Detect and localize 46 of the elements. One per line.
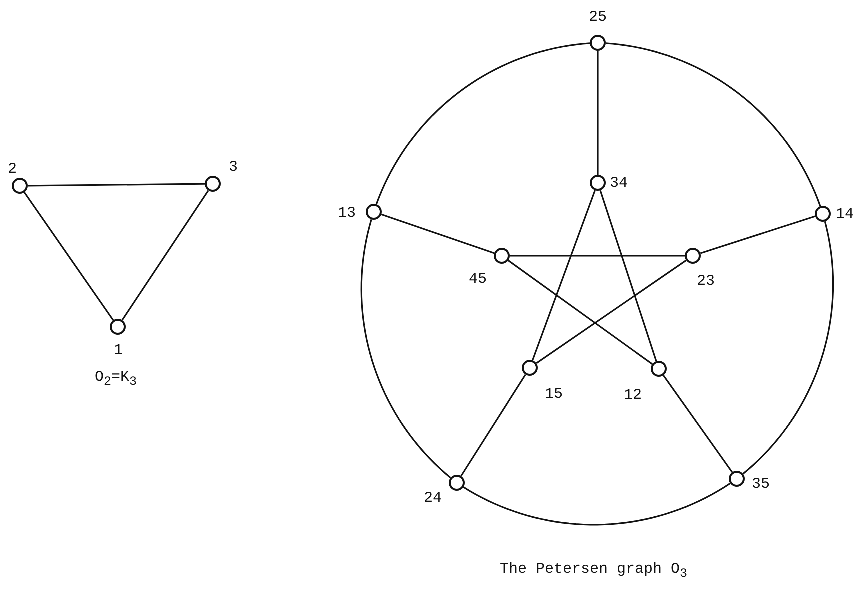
vertex-label: 24 bbox=[424, 491, 442, 506]
arc-edge bbox=[376, 42, 590, 205]
vertex-circle bbox=[494, 248, 510, 264]
graph-caption: The Petersen graph O$_{3}$ bbox=[500, 562, 688, 580]
edge-line bbox=[381, 214, 495, 254]
edge-line bbox=[510, 255, 685, 257]
vertex-circle bbox=[449, 475, 465, 491]
vertex-circle bbox=[651, 361, 667, 377]
edge-line bbox=[28, 183, 205, 187]
vertex-label: 3 bbox=[229, 160, 238, 175]
vertex-circle bbox=[205, 176, 221, 192]
vertex-label: 1 bbox=[114, 343, 124, 358]
vertex-label: 35 bbox=[752, 477, 770, 492]
vertex-circle bbox=[729, 471, 745, 487]
vertex-circle bbox=[522, 360, 538, 376]
edge-line bbox=[460, 374, 526, 477]
edge-line bbox=[532, 190, 596, 361]
vertex-circle bbox=[590, 175, 606, 191]
edge-line bbox=[597, 51, 599, 175]
edge-line bbox=[24, 192, 114, 321]
vertex-circle bbox=[366, 204, 382, 220]
arc-edge bbox=[606, 42, 822, 207]
edge-line bbox=[122, 190, 210, 321]
edge-line bbox=[662, 375, 734, 473]
vertex-label: 23 bbox=[697, 274, 716, 289]
vertex-circle bbox=[110, 319, 126, 335]
graph-caption: O$_{2}$=K$_{3}$ bbox=[95, 370, 138, 388]
vertex-label: 13 bbox=[338, 206, 356, 221]
vertex-circle bbox=[815, 206, 831, 222]
vertex-circle bbox=[685, 248, 701, 264]
vertex-label: 45 bbox=[469, 272, 488, 287]
vertex-label: 15 bbox=[545, 387, 564, 402]
vertex-label: 14 bbox=[836, 207, 854, 222]
vertex-label: 12 bbox=[624, 388, 642, 403]
vertex-label: 34 bbox=[610, 176, 628, 191]
vertex-circle bbox=[12, 178, 28, 194]
vertex-circle bbox=[590, 35, 606, 51]
arc-edge bbox=[742, 222, 834, 475]
edge-line bbox=[536, 260, 687, 364]
edge-line bbox=[508, 260, 653, 365]
vertex-label: 25 bbox=[589, 10, 608, 25]
arc-edge bbox=[463, 482, 731, 526]
vertex-label: 2 bbox=[8, 162, 18, 177]
edge-line bbox=[700, 216, 816, 254]
edge-line bbox=[600, 190, 658, 362]
arc-edge bbox=[360, 219, 452, 479]
